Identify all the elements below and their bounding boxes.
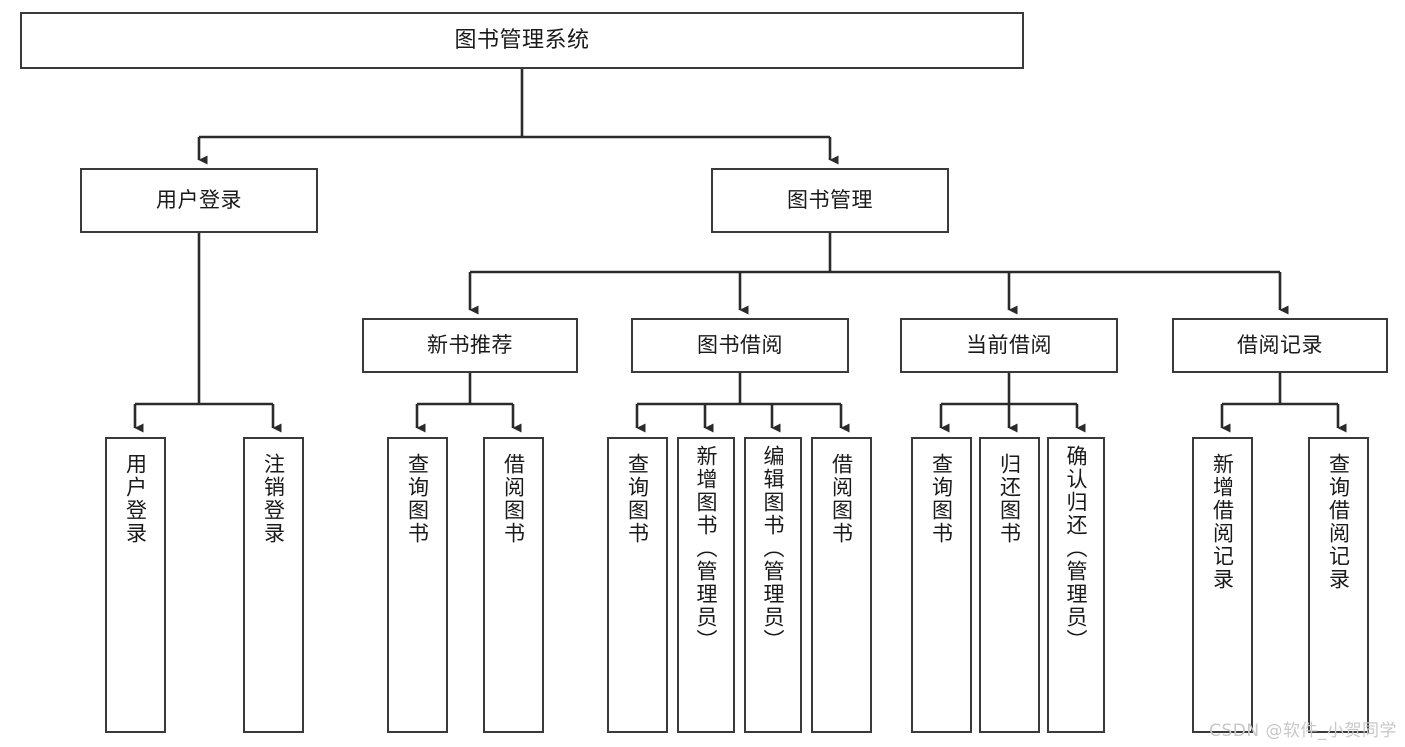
node-borrow-record[interactable]: 借阅记录	[1172, 318, 1388, 373]
node-book-management[interactable]: 图书管理	[711, 168, 949, 233]
node-label: 编辑图书（管理员）	[761, 445, 786, 652]
node-label: 注销登录	[261, 453, 286, 545]
leaf-confirm-return-admin[interactable]: 确认归还（管理员）	[1047, 437, 1105, 733]
node-label: 借阅图书	[829, 453, 854, 545]
node-label: 查询图书	[405, 453, 430, 545]
leaf-query-book-current[interactable]: 查询图书	[911, 437, 972, 733]
node-root-system[interactable]: 图书管理系统	[20, 12, 1024, 69]
leaf-user-login[interactable]: 用户登录	[105, 437, 166, 733]
leaf-borrow-book[interactable]: 借阅图书	[811, 437, 872, 733]
node-new-book-recommend[interactable]: 新书推荐	[362, 318, 578, 373]
node-label: 确认归还（管理员）	[1064, 445, 1089, 652]
node-label: 用户登录	[156, 188, 242, 213]
node-label: 用户登录	[123, 453, 148, 545]
watermark: CSDN @软件_小贺同学	[1209, 721, 1397, 741]
node-book-borrow[interactable]: 图书借阅	[631, 318, 849, 373]
leaf-query-book-borrow[interactable]: 查询图书	[607, 437, 668, 733]
leaf-add-borrow-record[interactable]: 新增借阅记录	[1192, 437, 1253, 733]
leaf-logout[interactable]: 注销登录	[243, 437, 304, 733]
node-label: 图书管理系统	[454, 27, 590, 53]
leaf-return-book[interactable]: 归还图书	[979, 437, 1040, 733]
leaf-edit-book-admin[interactable]: 编辑图书（管理员）	[744, 437, 802, 733]
node-label: 新增借阅记录	[1210, 453, 1235, 591]
node-label: 查询图书	[929, 453, 954, 545]
node-label: 查询图书	[625, 453, 650, 545]
node-label: 归还图书	[997, 453, 1022, 545]
node-label: 新书推荐	[427, 333, 513, 358]
node-label: 当前借阅	[966, 333, 1052, 358]
node-label: 借阅记录	[1237, 333, 1323, 358]
node-label: 查询借阅记录	[1326, 453, 1351, 591]
node-label: 图书借阅	[697, 333, 783, 358]
node-label: 图书管理	[787, 188, 873, 213]
leaf-add-book-admin[interactable]: 新增图书（管理员）	[677, 437, 735, 733]
node-label: 借阅图书	[501, 453, 526, 545]
node-label: 新增图书（管理员）	[694, 445, 719, 652]
leaf-query-borrow-record[interactable]: 查询借阅记录	[1308, 437, 1369, 733]
leaf-query-book-recommend[interactable]: 查询图书	[387, 437, 448, 733]
leaf-borrow-book-recommend[interactable]: 借阅图书	[483, 437, 544, 733]
node-current-borrow[interactable]: 当前借阅	[900, 318, 1118, 373]
node-user-login[interactable]: 用户登录	[80, 168, 318, 233]
